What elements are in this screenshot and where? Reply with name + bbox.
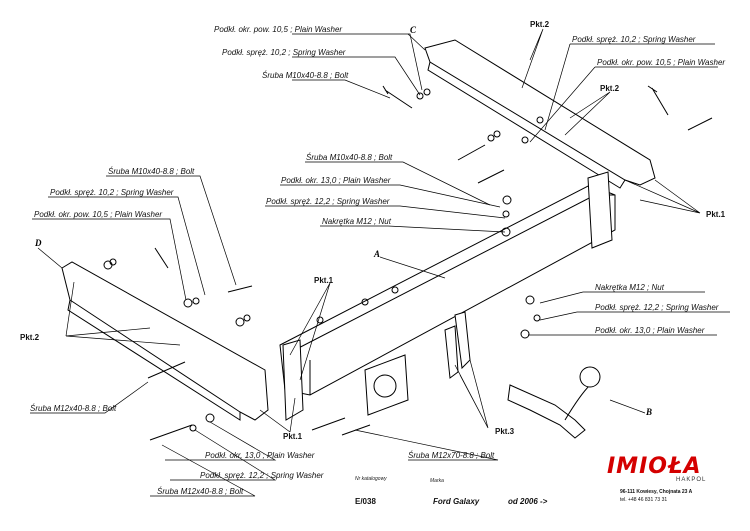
label-spring-washer-12-2-bottom: Podkł. spręż. 12,2 ; Spring Washer — [200, 471, 324, 480]
pkt3: Pkt.3 — [495, 427, 515, 436]
bracket-c — [424, 39, 656, 186]
beam-right-plate — [587, 171, 613, 249]
label-plain-washer-13-mid: Podkł. okr. 13,0 ; Plain Washer — [281, 176, 391, 185]
label-bolt-m10-top: Śruba M10x40-8.8 ; Bolt — [262, 71, 349, 80]
beam-left-plate — [282, 339, 304, 421]
tow-hook-b — [507, 384, 586, 439]
brand-phone: tel. +48 46 831 73 31 — [620, 497, 668, 503]
brand-logo: IMIOŁA — [607, 454, 702, 479]
label-spring-washer-12-2-mid: Podkł. spręż. 12,2 ; Spring Washer — [266, 197, 390, 206]
year-value: od 2006 -> — [508, 497, 548, 506]
catalog-value: E/038 — [355, 497, 376, 506]
washers — [103, 88, 544, 432]
mount-plate-2 — [444, 325, 459, 379]
label-bolt-m10-mid: Śruba M10x40-8.8 ; Bolt — [306, 153, 393, 162]
pkt1-right: Pkt.1 — [706, 210, 726, 219]
make-label: Marka — [430, 478, 444, 484]
label-plain-washer-10-5-right: Podkł. okr. pow. 10,5 ; Plain Washer — [597, 58, 726, 67]
tow-ball — [579, 366, 601, 388]
part-letter-c: C — [410, 25, 417, 35]
catalog-label: Nr katalogowy — [355, 476, 387, 482]
label-plain-washer-13-bottom: Podkł. okr. 13,0 ; Plain Washer — [205, 451, 315, 460]
label-spring-washer-10-2-top: Podkł. spręż. 10,2 ; Spring Washer — [222, 48, 346, 57]
make-value: Ford Galaxy — [433, 497, 480, 506]
bracket-d — [61, 261, 269, 421]
pkt2-top: Pkt.2 — [530, 20, 550, 29]
label-bolt-m12-bottom: Śruba M12x40-8.8 ; Bolt — [157, 487, 244, 496]
socket-plate — [364, 354, 409, 416]
label-bolt-m12x70: Śruba M12x70-8.8 ; Bolt — [408, 451, 495, 460]
label-plain-washer-10-5-left: Podkł. okr. pow. 10,5 ; Plain Washer — [34, 210, 163, 219]
label-nut-m12-mid: Nakrętka M12 ; Nut — [322, 217, 391, 226]
pkt1-mid: Pkt.1 — [314, 276, 334, 285]
part-letter-b: B — [646, 407, 653, 417]
label-spring-washer-10-2-right: Podkł. spręż. 10,2 ; Spring Washer — [572, 35, 696, 44]
label-plain-washer-13-right: Podkł. okr. 13,0 ; Plain Washer — [595, 326, 705, 335]
pkt1-bottom: Pkt.1 — [283, 432, 303, 441]
label-bolt-m10-left: Śruba M10x40-8.8 ; Bolt — [108, 167, 195, 176]
label-bolt-m12-left: Śruba M12x40-8.8 ; Bolt — [30, 404, 117, 413]
leader-lines — [30, 28, 730, 497]
socket-circle — [373, 374, 397, 398]
label-spring-washer-10-2-left: Podkł. spręż. 10,2 ; Spring Washer — [50, 188, 174, 197]
pkt2-left: Pkt.2 — [20, 333, 40, 342]
pkt2-right: Pkt.2 — [600, 84, 620, 93]
brand-address: 96-111 Kowiesy, Chojnata 23 A — [620, 489, 693, 495]
part-letter-a: A — [374, 249, 381, 259]
part-letter-d: D — [35, 238, 42, 248]
brand-sub: HAKPOL — [676, 477, 707, 483]
label-nut-m12-right: Nakrętka M12 ; Nut — [595, 283, 664, 292]
label-spring-washer-12-2-right: Podkł. spręż. 12,2 ; Spring Washer — [595, 303, 719, 312]
label-plain-washer-10-5-top: Podkł. okr. pow. 10,5 ; Plain Washer — [214, 25, 343, 34]
